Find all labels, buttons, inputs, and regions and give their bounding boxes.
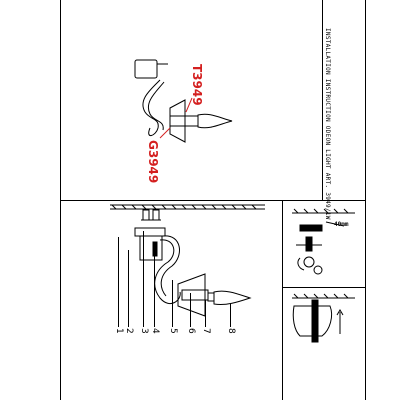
callout-line-5	[172, 280, 173, 327]
callout-line-3	[143, 231, 144, 327]
callout-line-6	[190, 293, 191, 327]
callout-line-2	[128, 250, 129, 327]
detail-panel-divider	[282, 287, 366, 288]
dimension-label: 40mm	[334, 221, 349, 228]
callout-line-4	[154, 246, 155, 327]
detail-panel-border	[282, 200, 283, 400]
callout-line-1	[118, 237, 119, 327]
header-strip-border	[322, 0, 323, 200]
section-divider	[60, 200, 366, 201]
callout-line-7	[205, 300, 206, 327]
callout-line-8	[230, 304, 231, 327]
